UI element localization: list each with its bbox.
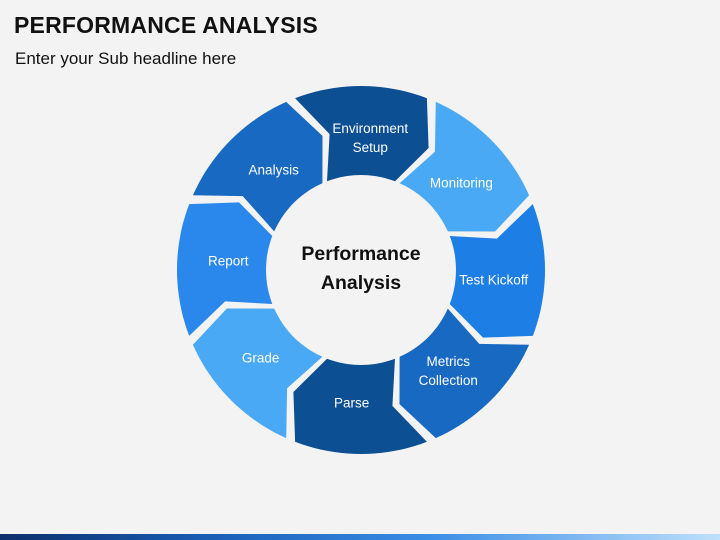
cycle-segment bbox=[399, 308, 530, 439]
slide-subtitle: Enter your Sub headline here bbox=[15, 49, 237, 68]
cycle-segment-label: Parse bbox=[334, 396, 369, 411]
cycle-segment-label: Analysis bbox=[249, 163, 300, 178]
cycle-segment-label: Report bbox=[208, 254, 249, 269]
slide-title: PERFORMANCE ANALYSIS bbox=[14, 12, 318, 38]
cycle-segment bbox=[192, 308, 323, 439]
cycle-segment-label: Metrics bbox=[427, 354, 471, 369]
bottom-accent-bar bbox=[0, 534, 720, 540]
cycle-segment bbox=[399, 101, 530, 232]
center-label: Performance bbox=[301, 243, 420, 265]
cycle-segment bbox=[449, 204, 545, 338]
cycle-segment-label: Collection bbox=[419, 373, 478, 388]
center-circle bbox=[269, 178, 453, 362]
cycle-segment-label: Environment bbox=[332, 121, 408, 136]
cycle-segment-label: Grade bbox=[242, 350, 280, 365]
cycle-segment bbox=[192, 101, 323, 232]
cycle-segment-label: Setup bbox=[353, 140, 388, 155]
cycle-segment bbox=[295, 86, 429, 182]
cycle-segment-label: Test Kickoff bbox=[459, 272, 528, 287]
cycle-segment bbox=[177, 202, 273, 336]
cycle-segment-label: Monitoring bbox=[430, 176, 493, 191]
cycle-segment bbox=[293, 358, 427, 454]
center-label: Analysis bbox=[321, 272, 401, 294]
